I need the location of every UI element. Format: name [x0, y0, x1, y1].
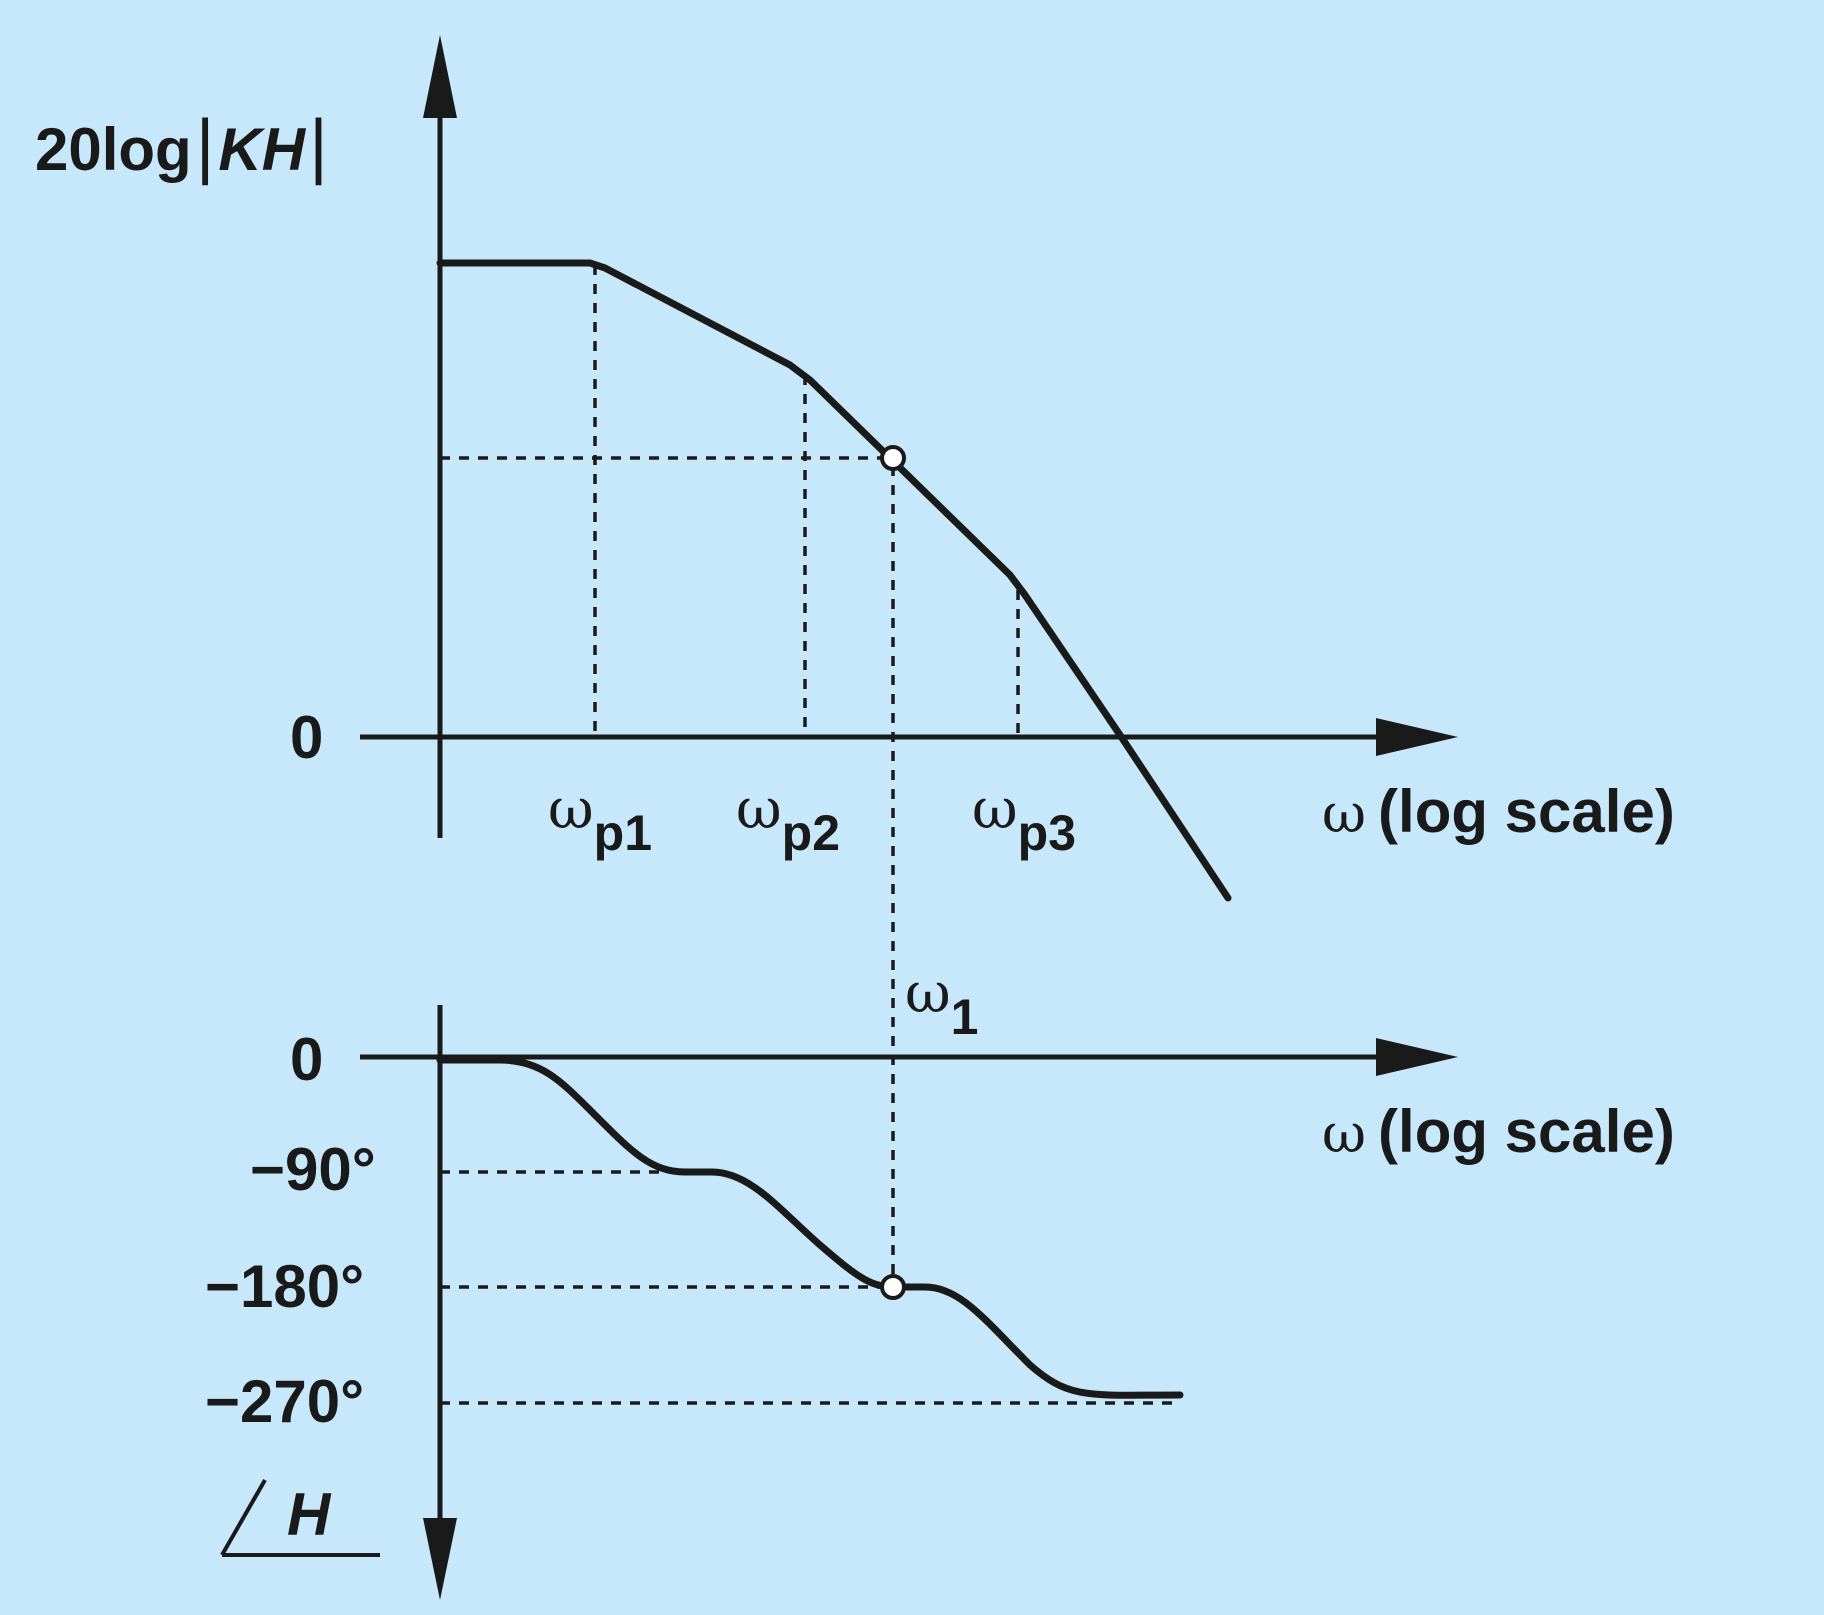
magnitude-plot: 20log|KH| 0 ωp1 ωp2 ωp3 ω(log scale) — [35, 35, 1675, 1280]
pole-label-wp1: ωp1 — [548, 777, 652, 861]
crossover-label: ω1 — [905, 961, 978, 1045]
phase-tick-270: −270° — [205, 1368, 364, 1435]
magnitude-curve — [436, 259, 1232, 902]
magnitude-axis-label: 20log|KH| — [35, 106, 328, 186]
pole-label-wp3: ωp3 — [972, 777, 1076, 861]
magnitude-axis-label-prefix: 20log — [35, 116, 192, 183]
pole-label-wp2: ωp2 — [736, 777, 840, 861]
phase-y-axis-arrow — [423, 1518, 457, 1600]
phase-crossover-marker — [880, 1274, 906, 1300]
phase-x-scale: (log scale) — [1378, 1098, 1675, 1165]
magnitude-x-omega: ω — [1322, 782, 1366, 845]
abs-bar-left: | — [196, 106, 215, 186]
phase-dashed-guides — [440, 1170, 1178, 1405]
phase-zero-label: 0 — [290, 1026, 323, 1093]
phase-x-omega: ω — [1322, 1102, 1366, 1165]
phase-curve — [436, 1056, 1184, 1399]
magnitude-axis-label-var: KH — [218, 116, 306, 183]
phase-axis-label-var: H — [287, 1481, 332, 1548]
phase-plot: 0 −90° −180° −270° ω(log scale) H — [205, 1005, 1675, 1600]
magnitude-x-scale: (log scale) — [1378, 778, 1675, 845]
angle-symbol — [220, 1479, 380, 1557]
magnitude-y-axis-arrow — [423, 35, 457, 118]
magnitude-crossover-marker — [880, 445, 906, 471]
phase-x-axis-arrow — [1376, 1038, 1458, 1076]
magnitude-dashed-guides — [440, 265, 1020, 1280]
phase-tick-90: −90° — [250, 1136, 376, 1203]
magnitude-x-axis-label: ω(log scale) — [1322, 778, 1675, 845]
abs-bar-right: | — [309, 106, 328, 186]
phase-tick-180: −180° — [205, 1253, 364, 1320]
magnitude-zero-label: 0 — [290, 704, 323, 771]
phase-x-axis-label: ω(log scale) — [1322, 1098, 1675, 1165]
magnitude-x-axis-arrow — [1376, 718, 1458, 756]
